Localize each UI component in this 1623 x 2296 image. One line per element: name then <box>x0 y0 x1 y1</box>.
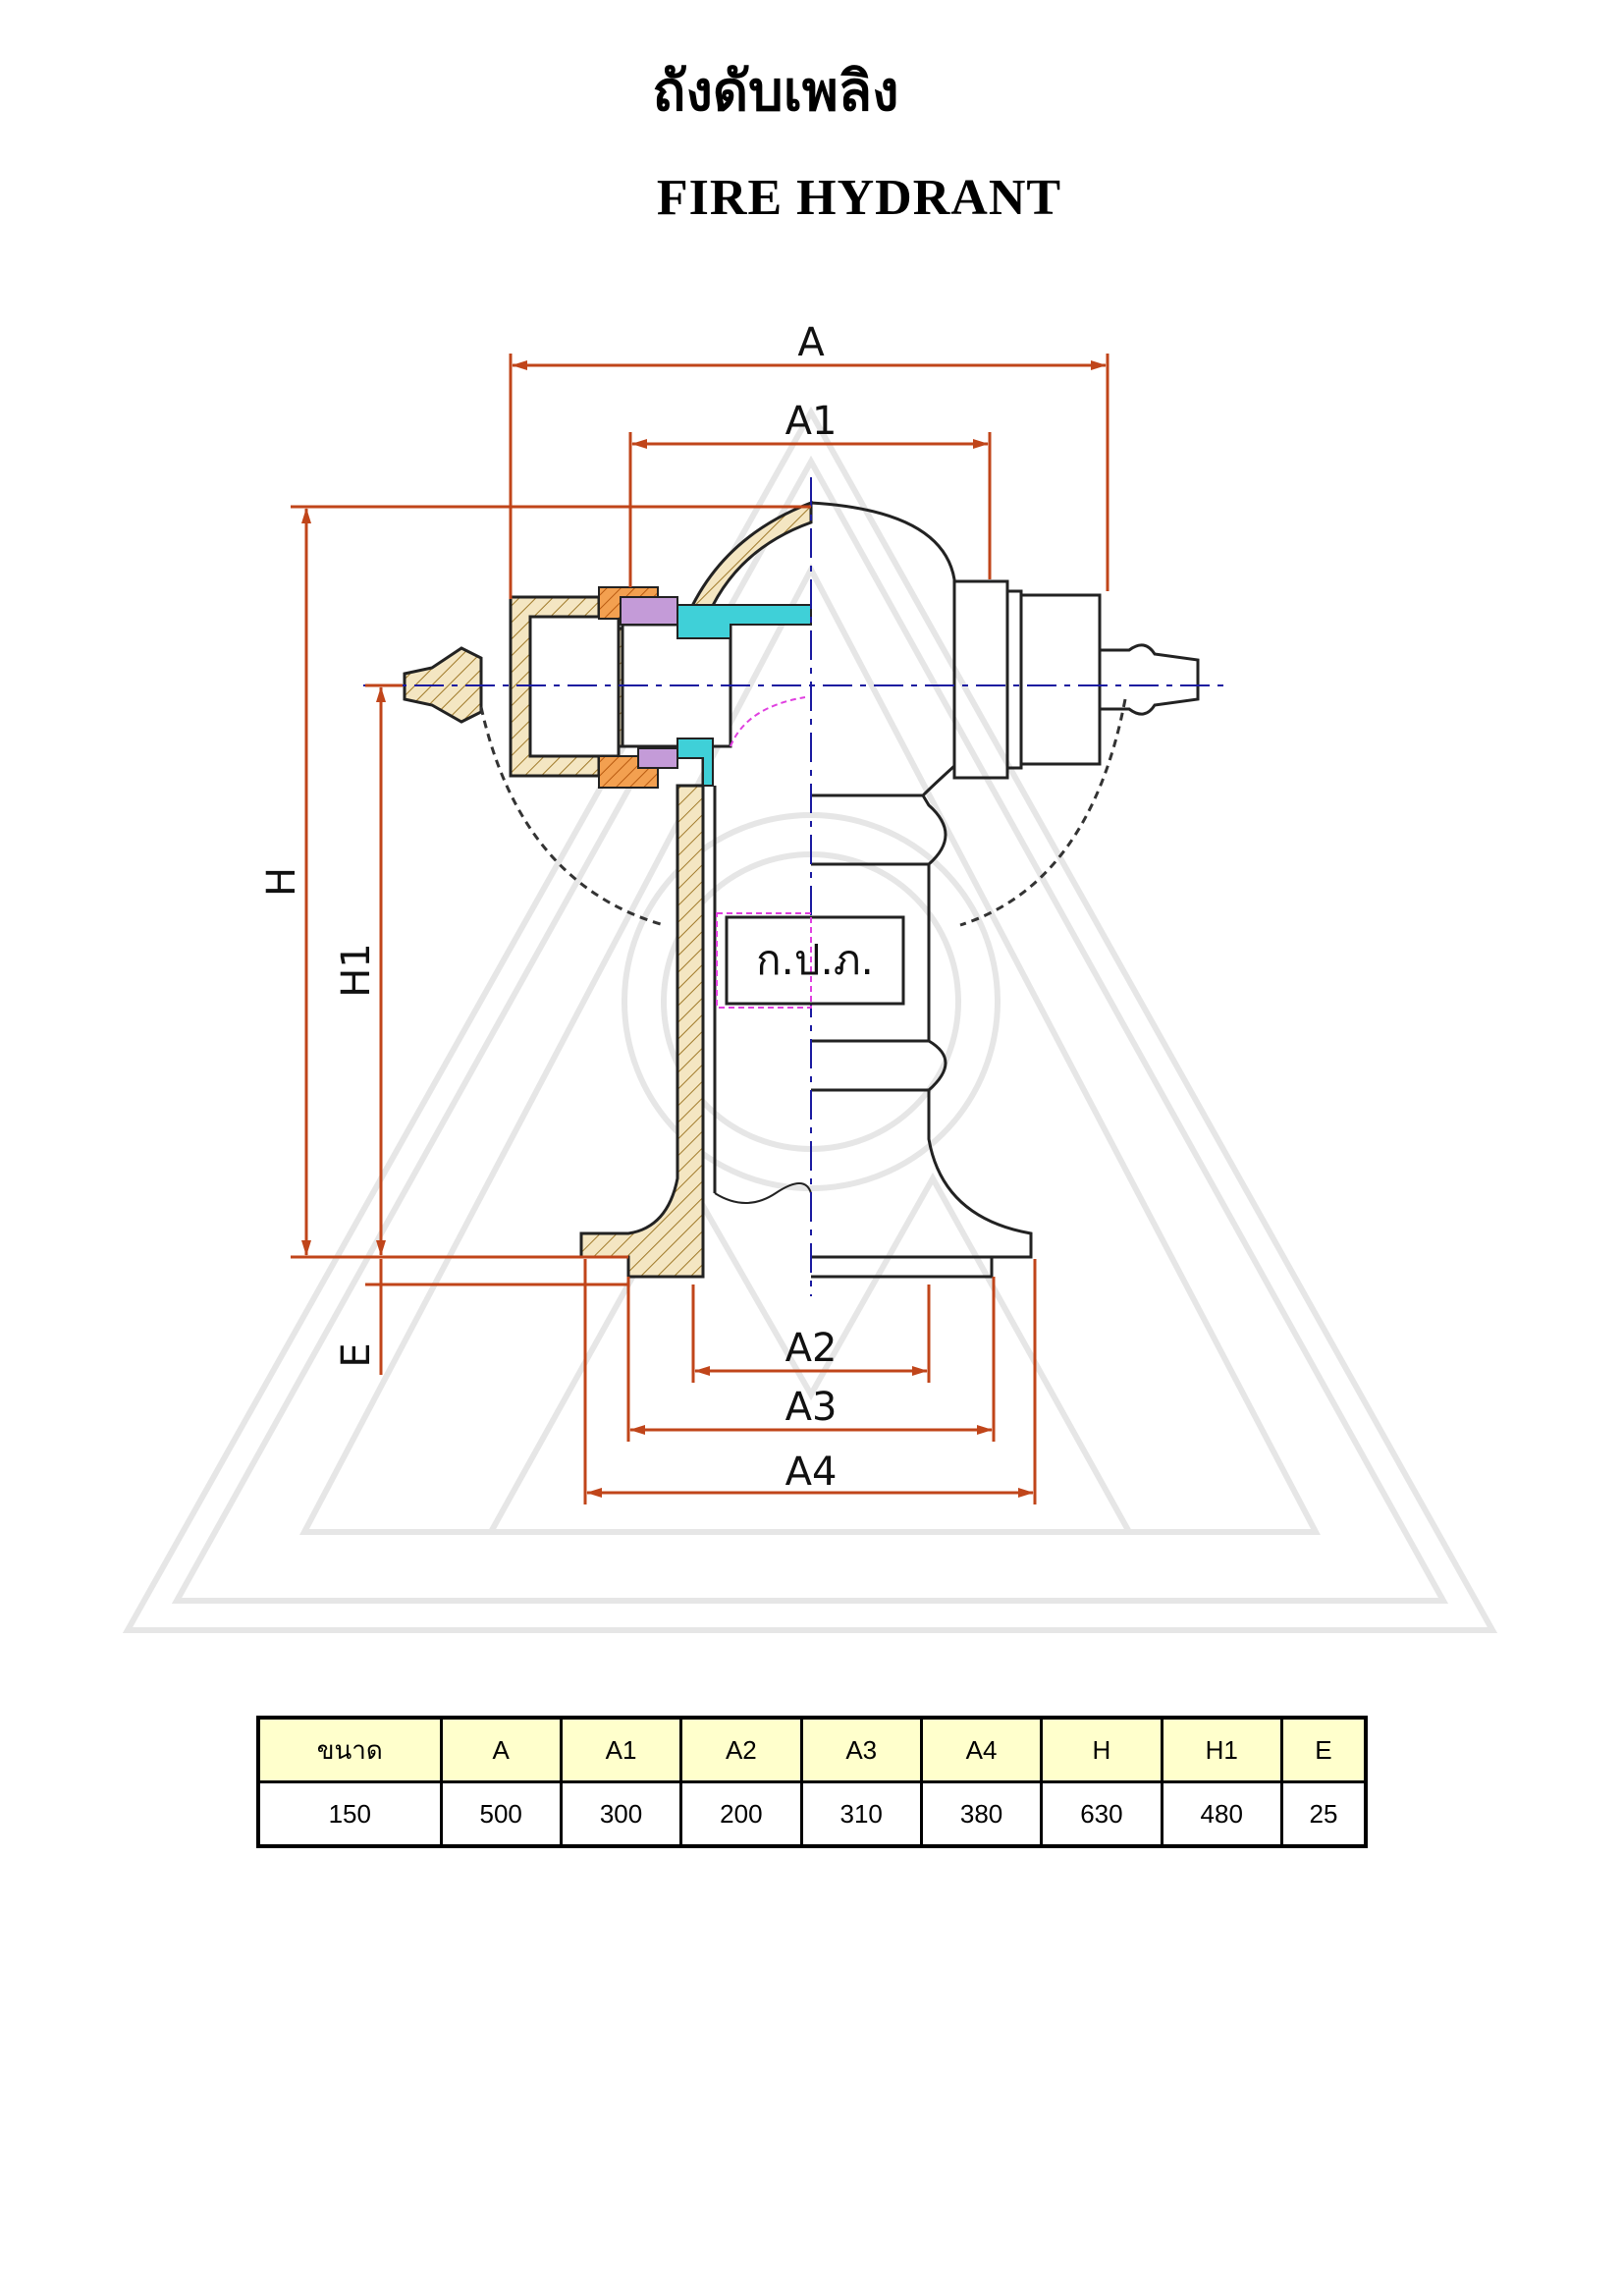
table-header-cell: E <box>1279 1716 1368 1783</box>
table-header-cell: H1 <box>1160 1716 1283 1783</box>
table-header-cell: A3 <box>799 1716 923 1783</box>
dimension-lines <box>291 354 1109 1504</box>
dim-label-a3: A3 <box>785 1385 838 1430</box>
table-cell: 380 <box>919 1780 1044 1848</box>
nameplate <box>725 915 905 1006</box>
table-header-cell: A2 <box>679 1716 803 1783</box>
table-cell: 200 <box>679 1780 803 1848</box>
dim-label-h: H <box>259 867 304 897</box>
dim-label-a: A <box>797 320 825 365</box>
hydrant-exterior <box>714 501 1200 1279</box>
table-header-cell: A1 <box>559 1716 683 1783</box>
dimension-table: ขนาด A A1 A2 A3 A4 H H1 E 150 500 300 20… <box>256 1716 1368 1848</box>
dim-label-a1: A1 <box>785 399 838 444</box>
table-header-cell: A <box>439 1716 563 1783</box>
table-header-cell: H <box>1040 1716 1163 1783</box>
dim-label-h1: H1 <box>334 943 379 998</box>
table-cell: 630 <box>1040 1780 1163 1848</box>
table-cell: 25 <box>1279 1780 1368 1848</box>
table-cell: 150 <box>256 1780 443 1848</box>
nameplate-text: ก.ป.ภ. <box>756 936 874 984</box>
table-header-cell: A4 <box>919 1716 1044 1783</box>
table-header-cell: ขนาด <box>256 1716 443 1783</box>
table-row: 150 500 300 200 310 380 630 480 25 <box>256 1780 1368 1848</box>
page-title-english: FIRE HYDRANT <box>656 170 1062 226</box>
dim-label-a2: A2 <box>785 1326 838 1371</box>
chain <box>479 698 1127 927</box>
table-cell: 480 <box>1160 1780 1283 1848</box>
table-cell: 300 <box>559 1780 683 1848</box>
dim-label-e: E <box>334 1342 379 1367</box>
table-header-row: ขนาด A A1 A2 A3 A4 H H1 E <box>256 1716 1368 1783</box>
page-title-thai: ถังดับเพลิง <box>652 59 899 124</box>
table-cell: 310 <box>799 1780 923 1848</box>
dim-label-a4: A4 <box>785 1449 838 1495</box>
center-lines <box>363 477 1229 1296</box>
hydrant-section <box>403 500 813 1279</box>
table-cell: 500 <box>439 1780 563 1848</box>
